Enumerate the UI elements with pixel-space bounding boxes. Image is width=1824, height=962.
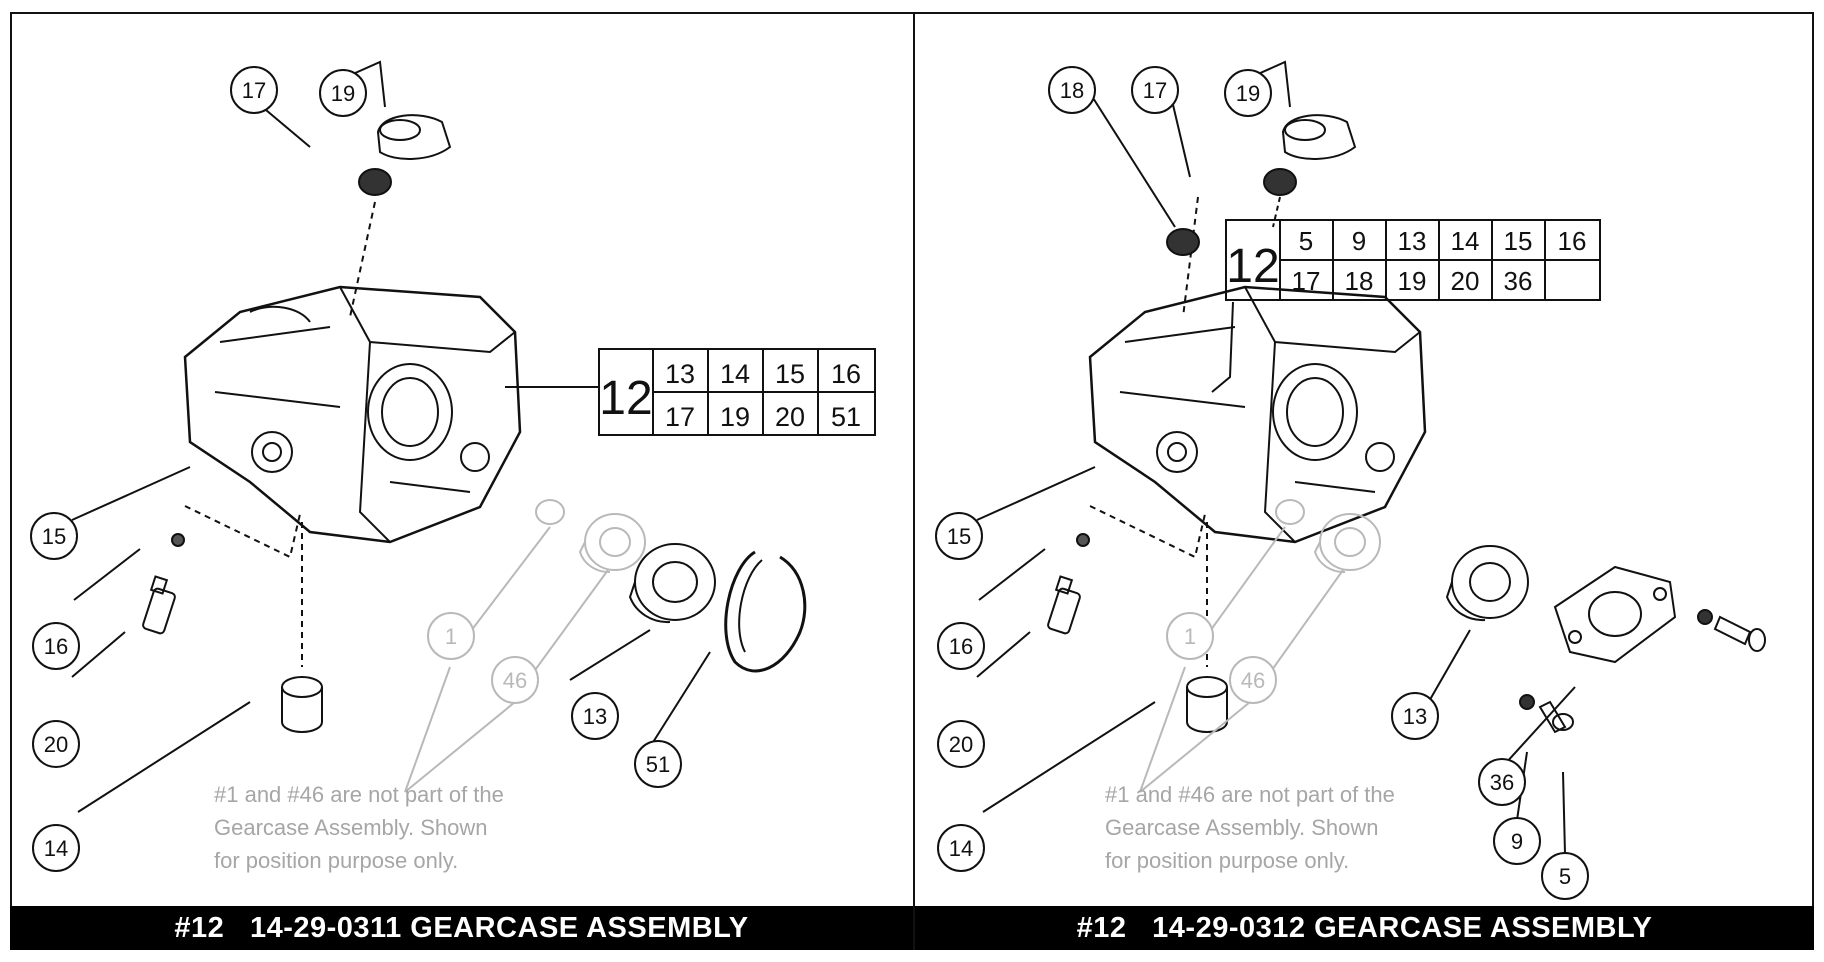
left-footer-title: #12 14-29-0311 GEARCASE ASSEMBLY bbox=[10, 906, 913, 950]
bom-cell: 14 bbox=[1451, 226, 1480, 256]
callout-20-label: 20 bbox=[44, 732, 68, 757]
note-line-2: Gearcase Assembly. Shown bbox=[214, 815, 488, 840]
left-footer-id: #12 bbox=[174, 912, 225, 944]
callout-15 bbox=[30, 512, 78, 560]
right-footer-title: #12 14-29-0312 GEARCASE ASSEMBLY bbox=[915, 906, 1814, 950]
bom-cell: 13 bbox=[1398, 226, 1427, 256]
callout-16 bbox=[32, 622, 80, 670]
bom-cell: 17 bbox=[1292, 266, 1321, 296]
bom-cell: 16 bbox=[831, 359, 861, 389]
bom-cell: 18 bbox=[1345, 266, 1374, 296]
note-line-3: for position purpose only. bbox=[1105, 848, 1350, 873]
callout-9-label: 9 bbox=[1511, 829, 1523, 854]
callout-17-label: 17 bbox=[1143, 78, 1167, 103]
note-line-1: #1 and #46 are not part of the bbox=[214, 782, 504, 807]
callout-15-label: 15 bbox=[42, 524, 66, 549]
bom-main-number: 12 bbox=[1226, 240, 1279, 293]
callout-13 bbox=[571, 692, 619, 740]
left-diagram: 17 19 15 16 20 14 1 46 13 51 12 13 14 15… bbox=[30, 60, 876, 872]
callout-14-label: 14 bbox=[949, 836, 973, 861]
note-line-1: #1 and #46 are not part of the bbox=[1105, 782, 1395, 807]
callout-51 bbox=[634, 740, 682, 788]
right-panel: 18 17 19 15 16 20 14 1 46 13 36 9 5 12 5… bbox=[913, 12, 1814, 950]
bom-cell: 17 bbox=[665, 402, 695, 432]
callout-1-label: 1 bbox=[445, 624, 457, 649]
callout-13-label: 13 bbox=[583, 704, 607, 729]
callout-20-label: 20 bbox=[949, 732, 973, 757]
callout-14-label: 14 bbox=[44, 836, 68, 861]
callout-16-label: 16 bbox=[949, 634, 973, 659]
callout-1 bbox=[427, 612, 475, 660]
callout-5-label: 5 bbox=[1559, 864, 1571, 889]
left-panel: 17 19 15 16 20 14 1 46 13 51 12 13 14 15… bbox=[10, 12, 913, 950]
bom-cell: 5 bbox=[1299, 226, 1313, 256]
bom-cell: 15 bbox=[775, 359, 805, 389]
callout-15-label: 15 bbox=[947, 524, 971, 549]
callout-17 bbox=[230, 66, 278, 114]
note-line-3: for position purpose only. bbox=[214, 848, 459, 873]
callout-14 bbox=[32, 824, 80, 872]
left-footer-text: 14-29-0311 GEARCASE ASSEMBLY bbox=[249, 912, 749, 944]
callout-13-label: 13 bbox=[1403, 704, 1427, 729]
bom-cell: 16 bbox=[1558, 226, 1587, 256]
bom-cell: 19 bbox=[1398, 266, 1427, 296]
bom-main-number: 12 bbox=[599, 372, 652, 425]
bom-cell: 19 bbox=[720, 402, 750, 432]
callout-1-label: 1 bbox=[1184, 624, 1196, 649]
callout-46 bbox=[491, 656, 539, 704]
callout-19 bbox=[319, 69, 367, 117]
callout-46-label: 46 bbox=[1241, 668, 1265, 693]
note-line-2: Gearcase Assembly. Shown bbox=[1105, 815, 1379, 840]
right-diagram: 18 17 19 15 16 20 14 1 46 13 36 9 5 12 5… bbox=[935, 60, 1766, 900]
bom-cell: 13 bbox=[665, 359, 695, 389]
bom-cell: 36 bbox=[1504, 266, 1533, 296]
right-footer-text: 14-29-0312 GEARCASE ASSEMBLY bbox=[1152, 912, 1653, 944]
callout-36-label: 36 bbox=[1490, 770, 1514, 795]
callout-16-label: 16 bbox=[44, 634, 68, 659]
right-footer-id: #12 bbox=[1076, 912, 1127, 944]
callout-19-label: 19 bbox=[331, 81, 355, 106]
bom-cell: 14 bbox=[720, 359, 750, 389]
callout-51-label: 51 bbox=[646, 752, 670, 777]
bom-cell: 9 bbox=[1352, 226, 1366, 256]
bom-cell: 51 bbox=[831, 402, 861, 432]
callout-17-label: 17 bbox=[242, 78, 266, 103]
bom-cell: 20 bbox=[775, 402, 805, 432]
callout-19-label: 19 bbox=[1236, 81, 1260, 106]
callout-46-label: 46 bbox=[503, 668, 527, 693]
callout-20 bbox=[32, 720, 80, 768]
callout-18-label: 18 bbox=[1060, 78, 1084, 103]
bom-cell: 15 bbox=[1504, 226, 1533, 256]
bom-cell: 20 bbox=[1451, 266, 1480, 296]
